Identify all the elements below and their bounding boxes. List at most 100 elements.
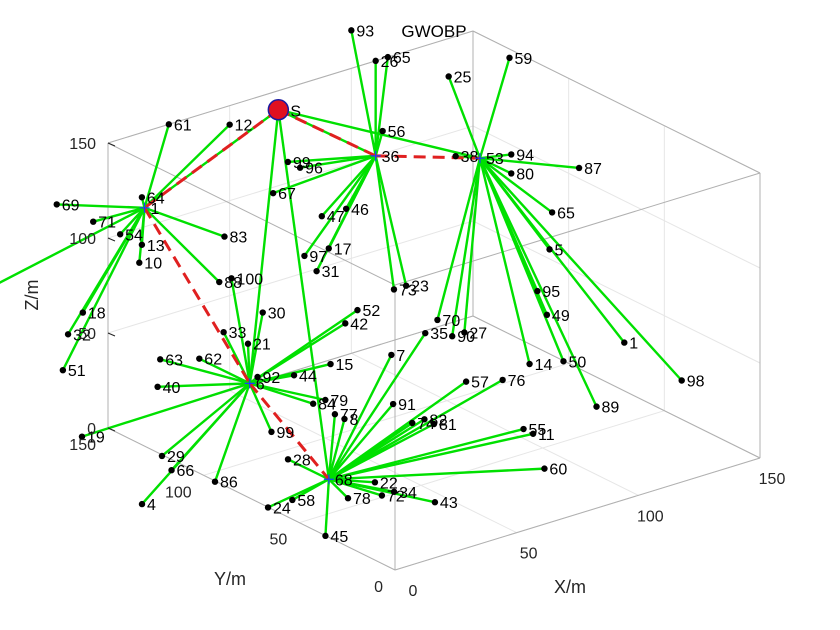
cluster-head-marker	[139, 202, 150, 213]
box-edge	[107, 30, 474, 144]
node-label: 63	[165, 352, 183, 369]
node-point	[327, 360, 334, 368]
node-point	[348, 27, 355, 34]
node-label: 74	[417, 416, 435, 433]
cluster-head-marker	[370, 150, 381, 161]
link-line	[451, 158, 482, 337]
node-point	[289, 496, 296, 504]
node-point	[220, 329, 227, 336]
z-tick-mark	[107, 332, 116, 337]
node-label: 70	[442, 313, 460, 330]
node-point	[254, 373, 261, 381]
node-label: 87	[584, 161, 602, 178]
cluster-head-marker	[323, 474, 334, 485]
link-line	[478, 57, 511, 159]
cluster-head-label: 53	[486, 151, 504, 168]
node-label: 4	[147, 497, 156, 514]
node-label: 94	[516, 147, 534, 164]
node-label: 76	[508, 373, 526, 390]
node-label: 42	[350, 316, 368, 333]
node-point	[384, 53, 392, 61]
link-line	[327, 403, 395, 481]
node-label: 97	[309, 249, 327, 266]
node-label: 13	[147, 238, 165, 255]
z-tick-label: 100	[69, 231, 96, 248]
node-point	[322, 396, 329, 404]
node-point	[296, 164, 304, 171]
node-point	[301, 252, 308, 260]
node-label: 89	[602, 400, 620, 417]
node-label: 67	[278, 186, 296, 203]
link-line	[277, 108, 377, 157]
node-label: 78	[353, 491, 371, 508]
node-label: 81	[439, 417, 457, 434]
z-tick-label: 150	[69, 136, 96, 153]
node-point	[543, 311, 551, 319]
z-tick-mark	[107, 142, 116, 147]
node-label: 40	[163, 380, 181, 397]
node-label: 24	[273, 500, 291, 517]
node-point	[452, 152, 459, 160]
node-point	[449, 333, 456, 340]
node-point	[508, 151, 515, 158]
node-point	[309, 400, 317, 407]
node-label: 91	[398, 397, 416, 414]
link-line	[213, 382, 251, 483]
node-point	[79, 309, 87, 316]
box-edge	[107, 427, 396, 571]
box-edge	[472, 30, 761, 174]
node-label: 18	[88, 306, 106, 323]
link-line	[230, 278, 251, 384]
link-line	[327, 332, 427, 480]
node-point	[78, 433, 86, 440]
node-point	[226, 121, 233, 128]
node-point	[389, 400, 397, 408]
node-point	[431, 499, 439, 506]
node-point	[422, 329, 429, 337]
x-tick-label: 100	[637, 508, 664, 525]
link-line	[479, 157, 580, 170]
node-point	[154, 383, 161, 390]
node-point	[268, 428, 275, 436]
link-line	[320, 155, 377, 218]
axes-grid	[107, 30, 761, 571]
node-point	[354, 306, 361, 314]
cluster-head-label: 68	[335, 472, 353, 489]
node-label: 22	[380, 475, 398, 492]
link-line	[328, 478, 349, 500]
node-point	[546, 246, 553, 253]
chart-title: GWOBP	[401, 22, 466, 41]
node-point	[548, 209, 556, 216]
node-point	[138, 194, 146, 201]
node-label: 86	[220, 475, 238, 492]
link-line	[0, 206, 146, 284]
node-point	[499, 376, 506, 384]
node-label: 98	[687, 374, 705, 391]
node-label: 66	[177, 463, 195, 480]
node-point	[216, 278, 223, 286]
node-label: 62	[204, 352, 222, 369]
node-label: 93	[356, 23, 374, 40]
link-line	[56, 203, 145, 209]
box-edge	[394, 172, 761, 286]
node-point	[534, 287, 541, 295]
node-point	[529, 430, 537, 437]
x-tick-label: 150	[759, 471, 786, 488]
node-point	[290, 372, 298, 379]
link-line	[138, 207, 146, 263]
cluster-head-marker	[474, 153, 485, 164]
route-segment	[143, 108, 280, 210]
link-line	[327, 354, 393, 480]
x-axis-label: X/m	[554, 577, 586, 597]
link-line	[159, 358, 251, 385]
node-label: 27	[469, 326, 487, 343]
y-tick-label: 0	[374, 579, 383, 596]
node-label: 14	[535, 357, 553, 374]
node-point	[388, 351, 395, 359]
node-point	[259, 309, 266, 316]
node-label: 92	[263, 370, 281, 387]
node-label: 71	[98, 215, 116, 232]
node-point	[390, 488, 398, 495]
node-label: 8	[349, 412, 358, 429]
link-line	[92, 206, 145, 223]
